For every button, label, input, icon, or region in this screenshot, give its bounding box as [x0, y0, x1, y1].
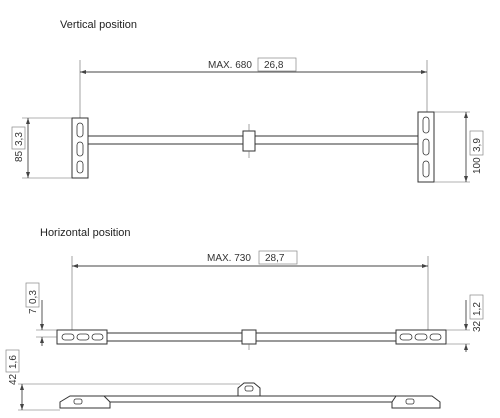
horizontal-position-title: Horizontal position — [40, 227, 131, 239]
horizontal-width-dimension: MAX. 730 28,7 — [71, 250, 429, 330]
horizontal-side-view — [18, 382, 441, 411]
horizontal-center-clamp — [241, 329, 257, 345]
horizontal-right-height-inch: 1,2 — [472, 302, 483, 316]
vertical-position-title: Vertical position — [60, 19, 137, 31]
vertical-left-height-inch: 3,3 — [14, 132, 25, 146]
side-view-left-plate — [59, 395, 111, 409]
horizontal-depth-inch: 1,6 — [8, 355, 19, 369]
vertical-width-dimension: MAX. 680 26,8 — [79, 57, 428, 118]
vertical-center-clamp — [242, 130, 256, 152]
vertical-right-height-inch: 3,9 — [472, 138, 483, 152]
horizontal-depth-dimension: 42 1,6 — [5, 349, 24, 410]
horizontal-width-mm: MAX. 730 — [207, 253, 251, 264]
vertical-bar-assembly — [71, 111, 435, 183]
side-view-right-plate — [391, 395, 441, 409]
horizontal-offset-inch: 0,3 — [28, 290, 39, 304]
vertical-left-height-dimension: 85 3,3 — [11, 117, 72, 179]
horizontal-depth-mm: 42 — [8, 373, 19, 385]
horizontal-bar-assembly — [56, 329, 447, 350]
horizontal-offset-mm: 7 — [28, 308, 39, 314]
vertical-right-height-dimension: 100 3,9 — [434, 111, 484, 183]
vertical-right-height-mm: 100 — [472, 157, 483, 174]
horizontal-offset-dimension: 7 0,3 — [25, 282, 57, 346]
vertical-width-inch: 26,8 — [264, 60, 284, 71]
vertical-left-height-mm: 85 — [14, 150, 25, 162]
horizontal-width-inch: 28,7 — [265, 253, 285, 264]
horizontal-right-height-dimension: 32 1,2 — [446, 294, 484, 352]
side-view-crossbar — [103, 395, 397, 403]
vertical-width-mm: MAX. 680 — [208, 60, 252, 71]
horizontal-right-height-mm: 32 — [472, 320, 483, 332]
